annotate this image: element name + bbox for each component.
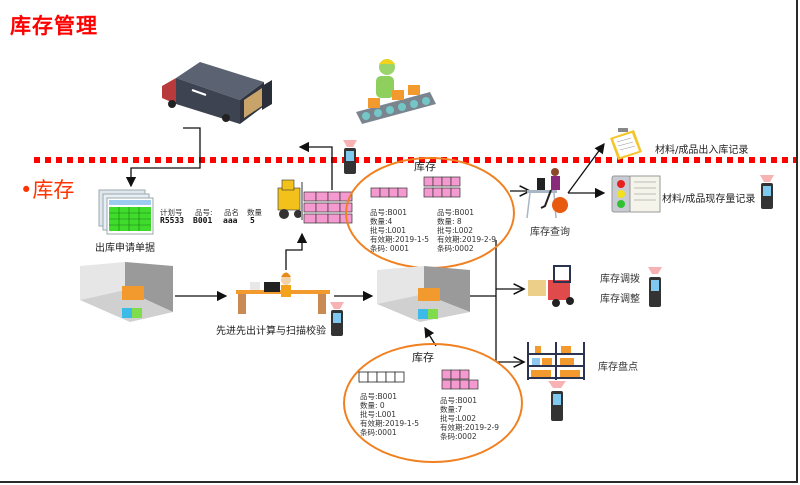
plan-header-3: 数量 — [247, 208, 262, 217]
stock-record-label: 材料/成品现存量记录 — [662, 194, 756, 205]
plan-header-1: 品号: — [195, 208, 213, 217]
request-document-label: 出库申请单据 — [95, 243, 155, 254]
inventory-bottom-title: 库存 — [412, 351, 434, 364]
inventory-top-lot-2: 品号:B001 数量: 8 批号:L002 有效期:2019-2-9 条码:00… — [437, 208, 497, 253]
plan-value-2: aaa — [223, 216, 238, 225]
connector-forklift-to-top — [298, 141, 333, 190]
inventory-top-lot-1: 品号:B001 数量:4 批号:L001 有效期:2019-1-5 条码: 00… — [370, 208, 430, 253]
plan-value-3: 5 — [250, 216, 255, 225]
connector-truck-to-request — [125, 127, 201, 188]
transfer-label: 库存调拨 — [600, 274, 640, 285]
connector-to-inout-record — [567, 142, 605, 194]
plan-value-1: B001 — [193, 216, 213, 225]
count-label: 库存盘点 — [598, 362, 638, 373]
plan-header-2: 品名 — [224, 208, 239, 217]
inventory-top-title: 库存 — [414, 160, 436, 173]
query-label: 库存查询 — [530, 227, 570, 238]
adjust-label: 库存调整 — [600, 294, 640, 305]
section-label: •库存 — [20, 178, 75, 202]
plan-header-0: 计划号 — [160, 208, 183, 217]
page-title: 库存管理 — [10, 14, 98, 38]
connector-fifo-to-forklift — [285, 232, 308, 270]
inventory-bottom-ellipse — [343, 343, 523, 463]
inout-record-label: 材料/成品出入库记录 — [655, 145, 749, 156]
inventory-bottom-lot-1: 品号:B001 数量: 0 批号:L001 有效期:2019-1-5 条码:00… — [360, 392, 420, 437]
fifo-station-label: 先进先出计算与扫描校验 — [216, 326, 326, 337]
plan-value-0: R5533 — [160, 216, 185, 225]
inventory-bottom-lot-2: 品号:B001 数量:7 批号:L002 有效期:2019-2-9 条码:000… — [440, 396, 500, 441]
